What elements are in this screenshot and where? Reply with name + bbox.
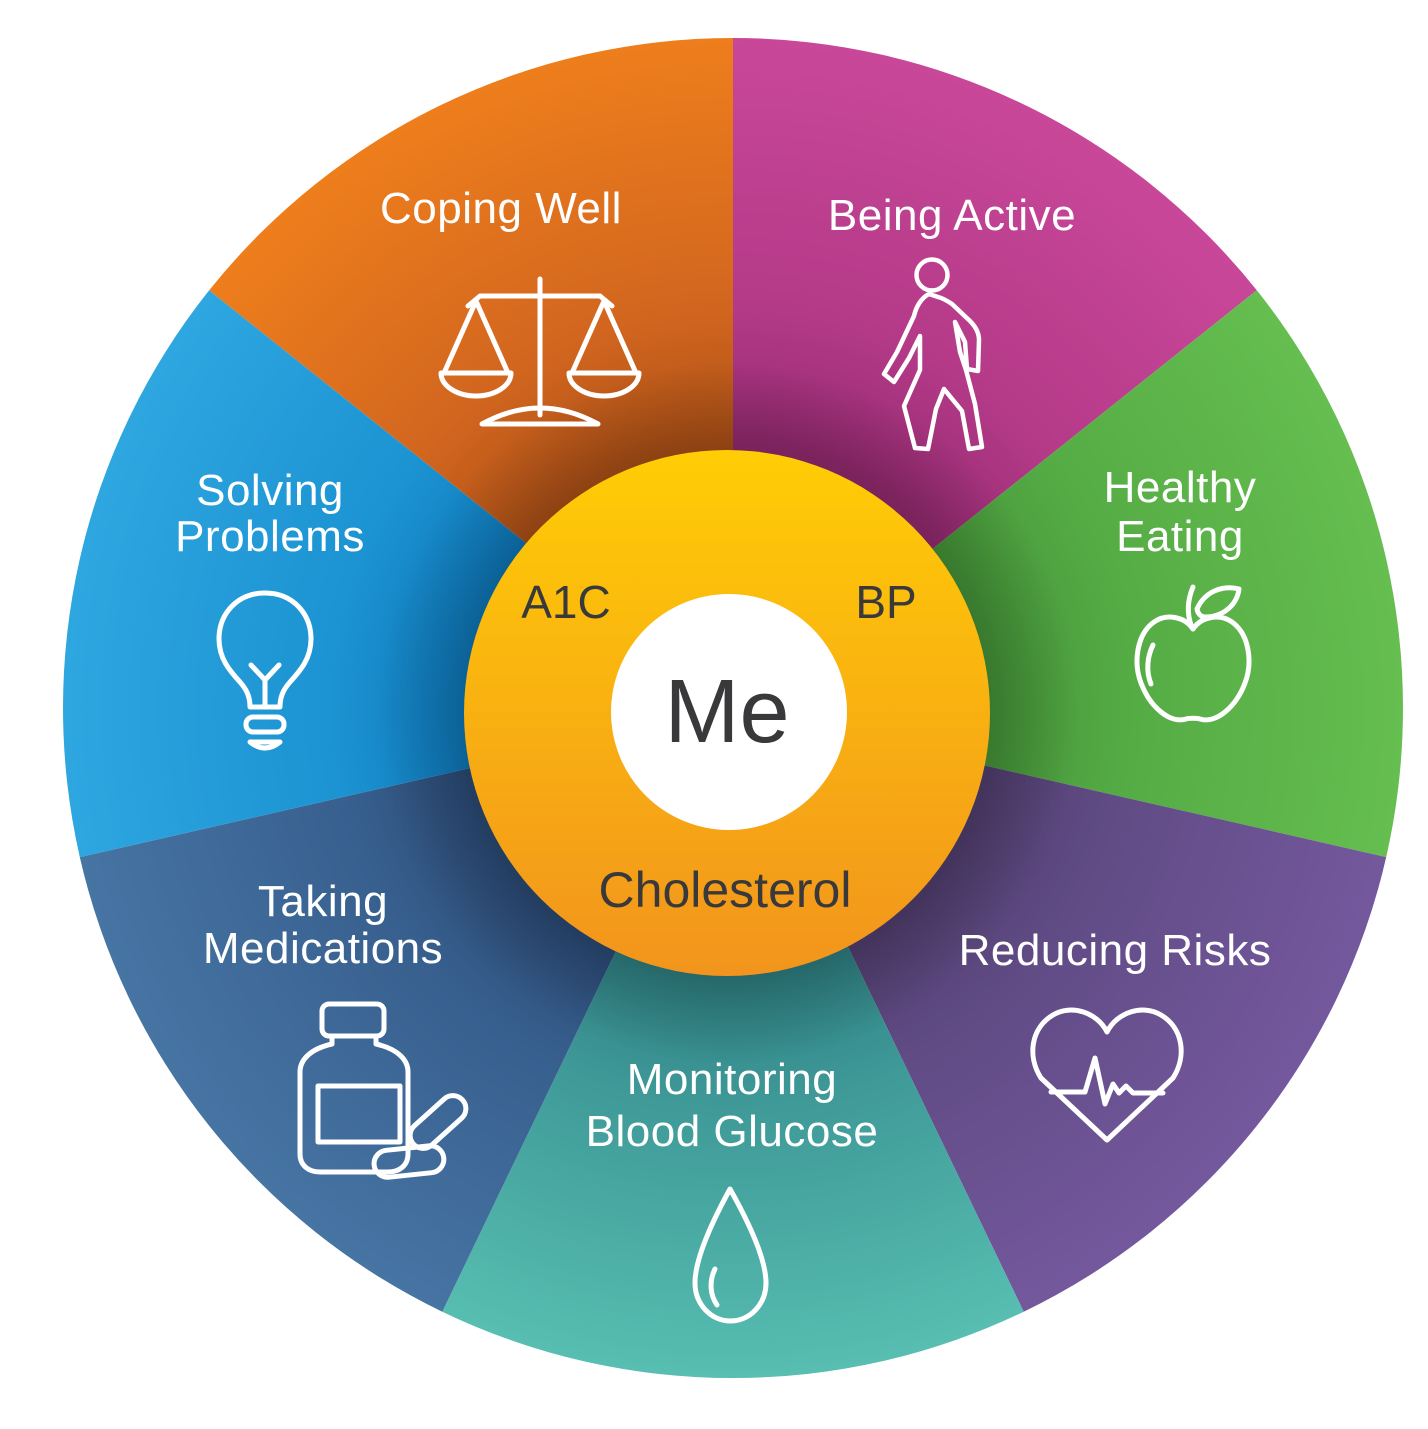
metric-cholesterol: Cholesterol [599,862,852,918]
segment-label-taking-medications-line2: Medications [203,924,443,973]
heart-pulse-icon [1030,1007,1184,1143]
segment-label-solving-problems-line1: Solving [196,466,344,515]
segment-label-coping-well: Coping Well [380,184,622,233]
blood-drop-icon [692,1186,769,1324]
me-label: Me [664,662,789,762]
segment-label-healthy-eating-line1: Healthy [1104,463,1257,512]
metric-bp: BP [855,576,916,628]
segment-label-healthy-eating-line2: Eating [1116,512,1244,561]
balance-scale-icon [438,276,642,427]
walking-person-icon [881,257,985,452]
segment-label-being-active: Being Active [828,191,1076,240]
metric-a1c: A1C [521,576,610,628]
segment-label-solving-problems-line2: Problems [175,512,365,561]
me-circle [611,594,847,830]
segment-label-taking-medications-line1: Taking [258,877,388,926]
pill-bottle-icon [297,1001,469,1180]
segment-label-reducing-risks: Reducing Risks [959,926,1272,975]
lightbulb-icon [216,590,314,751]
segment-label-monitoring-line2: Blood Glucose [586,1107,879,1156]
segment-label-monitoring-line1: Monitoring [627,1055,837,1104]
apple-icon [1134,584,1252,723]
